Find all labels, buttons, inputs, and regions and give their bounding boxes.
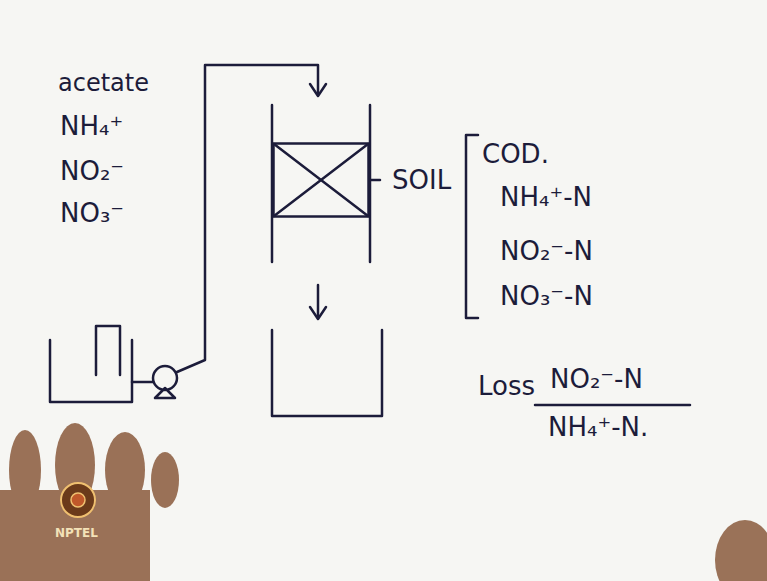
note-text: NO₃⁻-N <box>500 282 593 311</box>
bracket <box>466 135 478 318</box>
note-text: NH₄⁺ <box>60 112 123 141</box>
note-text: NO₂⁻-N <box>550 365 643 394</box>
arrow-head <box>310 84 326 96</box>
nptel-logo <box>61 483 95 517</box>
baffle <box>96 326 120 375</box>
leader-line <box>370 179 380 182</box>
hand <box>0 423 767 581</box>
note-text: Loss <box>478 372 535 401</box>
fraction-bar <box>535 404 690 407</box>
soil-bed: SOIL <box>272 142 451 218</box>
column-wall <box>272 105 370 262</box>
arrow-head <box>310 307 326 319</box>
note-text: NO₂⁻ <box>60 157 124 186</box>
note-text: NH₄⁺-N. <box>548 413 648 442</box>
note-text: NH₄⁺-N <box>500 183 592 212</box>
pipe <box>132 381 153 384</box>
note-text: acetate <box>58 70 149 96</box>
note-text: COD. <box>482 140 549 169</box>
note-text: NO₂⁻-N <box>500 237 593 266</box>
node-label: SOIL <box>392 166 451 195</box>
note-text: NO₃⁻ <box>60 199 124 228</box>
collection-tank <box>272 330 382 416</box>
feed-line <box>177 65 318 372</box>
pump-base <box>155 388 175 398</box>
packed-bed <box>272 142 370 218</box>
watermark: NPTEL <box>55 527 98 540</box>
outlet-line <box>317 285 320 318</box>
pump-symbol <box>153 366 177 390</box>
